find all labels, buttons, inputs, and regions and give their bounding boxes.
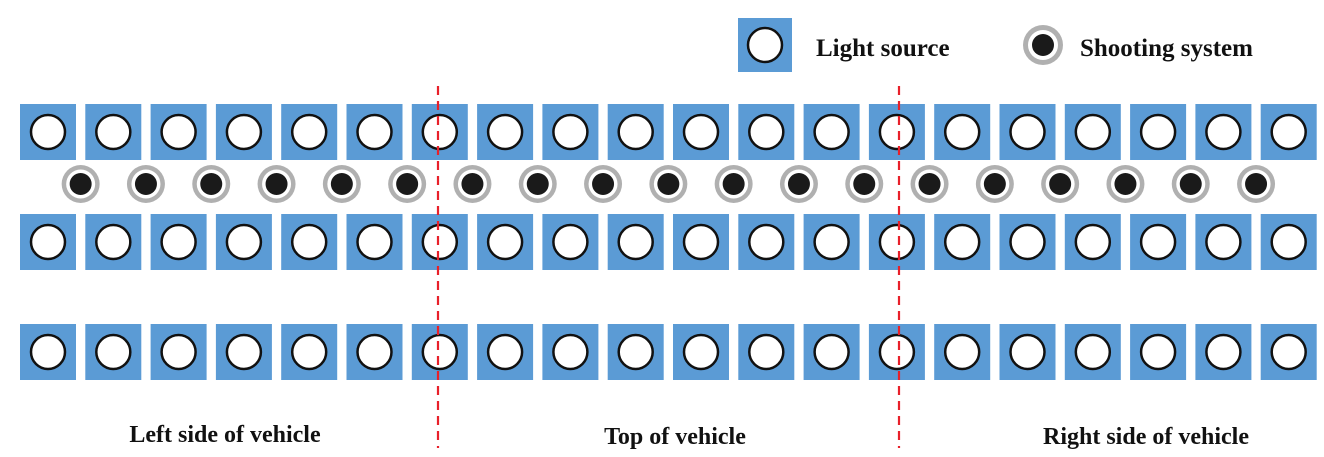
shooting-system <box>322 165 361 203</box>
light-source <box>150 104 207 160</box>
light-source <box>85 104 142 160</box>
shooting-system <box>518 165 557 203</box>
light-source <box>1260 324 1317 380</box>
light-source <box>20 214 76 270</box>
shooting-system <box>61 165 100 203</box>
light-source <box>20 104 76 160</box>
light-source <box>542 324 599 380</box>
light-source <box>1064 104 1121 160</box>
legend: Light source Shooting system <box>738 18 1253 72</box>
light-source <box>1260 104 1317 160</box>
light-source <box>1195 104 1252 160</box>
shooting-system <box>1171 165 1210 203</box>
light-source <box>1130 214 1187 270</box>
light-source <box>999 104 1056 160</box>
shooting-system <box>1106 165 1145 203</box>
light-source-row-3 <box>20 324 1317 380</box>
shooting-system <box>779 165 818 203</box>
shooting-system <box>975 165 1014 203</box>
light-source <box>934 104 991 160</box>
light-source <box>999 214 1056 270</box>
light-source <box>803 104 860 160</box>
right-side-label: Right side of vehicle <box>1043 424 1249 450</box>
light-source <box>1130 324 1187 380</box>
shooting-system <box>1237 165 1276 203</box>
light-source <box>673 324 729 380</box>
shooting-system <box>388 165 427 203</box>
shooting-system <box>714 165 753 203</box>
shooting-system <box>910 165 949 203</box>
shooting-system <box>192 165 231 203</box>
light-source <box>1064 214 1121 270</box>
light-source <box>150 214 207 270</box>
light-source <box>1260 214 1317 270</box>
light-source <box>85 214 142 270</box>
light-source <box>346 324 403 380</box>
legend-shooting-system-label: Shooting system <box>1080 35 1253 62</box>
shooting-system <box>584 165 623 203</box>
light-source <box>215 104 272 160</box>
light-source <box>607 324 664 380</box>
light-source <box>1195 324 1252 380</box>
light-source <box>477 214 534 270</box>
light-source <box>150 324 207 380</box>
left-side-label: Left side of vehicle <box>129 422 321 448</box>
light-source <box>346 214 403 270</box>
light-source <box>607 104 664 160</box>
light-source <box>803 214 860 270</box>
light-source <box>607 214 664 270</box>
light-source <box>542 104 599 160</box>
light-source <box>215 324 272 380</box>
light-source <box>934 214 991 270</box>
shooting-system <box>1041 165 1080 203</box>
shooting-system <box>845 165 884 203</box>
light-source <box>477 104 534 160</box>
legend-shooting-system-icon <box>1023 25 1063 65</box>
light-source <box>346 104 403 160</box>
light-source <box>673 214 729 270</box>
light-source <box>411 324 468 380</box>
light-source <box>281 324 338 380</box>
light-source <box>411 214 468 270</box>
light-source <box>1195 214 1252 270</box>
shooting-system <box>257 165 296 203</box>
light-source <box>281 104 338 160</box>
light-source <box>411 104 468 160</box>
light-source <box>999 324 1056 380</box>
light-source <box>934 324 991 380</box>
light-source <box>1064 324 1121 380</box>
shooting-system <box>126 165 165 203</box>
light-source <box>738 214 795 270</box>
legend-light-source-label: Light source <box>816 35 950 62</box>
light-source <box>1130 104 1187 160</box>
light-source <box>673 104 729 160</box>
light-source <box>85 324 142 380</box>
light-source <box>477 324 534 380</box>
light-source <box>738 104 795 160</box>
light-source <box>868 324 925 380</box>
light-source <box>215 214 272 270</box>
light-source <box>542 214 599 270</box>
shooting-system <box>649 165 688 203</box>
light-source <box>868 214 925 270</box>
light-source <box>20 324 76 380</box>
light-source-row-2 <box>20 214 1317 270</box>
light-source <box>738 324 795 380</box>
legend-light-source-icon <box>738 18 792 72</box>
light-source <box>281 214 338 270</box>
shooting-system <box>453 165 492 203</box>
light-source-row-1 <box>20 104 1317 160</box>
light-source <box>803 324 860 380</box>
light-source <box>868 104 925 160</box>
shooting-system-row <box>61 165 1276 203</box>
top-label: Top of vehicle <box>604 424 746 450</box>
